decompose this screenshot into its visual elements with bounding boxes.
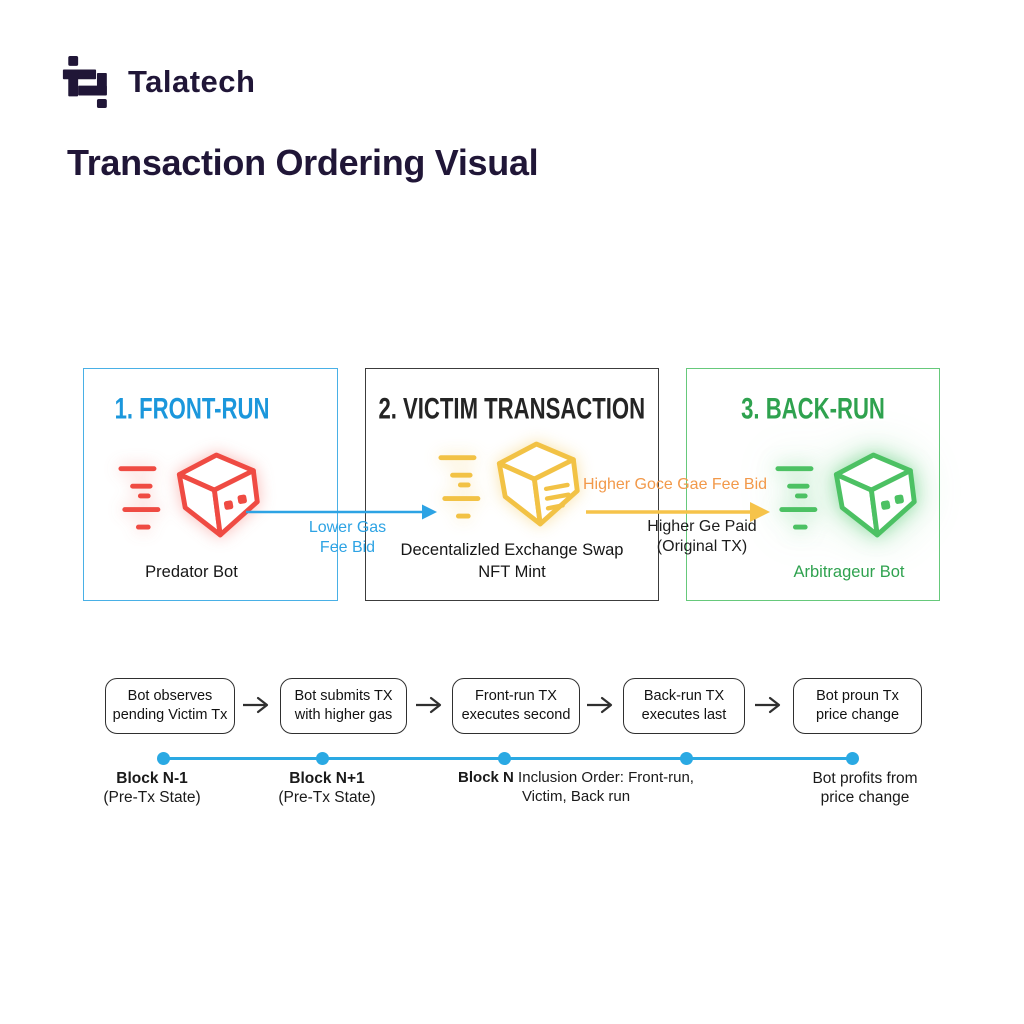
predator-bot-cube bbox=[84, 425, 299, 562]
panel-front-run-title: 1. FRONT-RUN bbox=[114, 392, 269, 425]
predator-bot-cube-icon bbox=[117, 452, 260, 537]
higher-gas-arrow-label-bottom: Higher Ge Paid (Original TX) bbox=[632, 517, 772, 557]
panel-victim-caption-line2: NFT Mint bbox=[478, 563, 546, 582]
timeline-marker-title: Bot profits from bbox=[812, 770, 918, 787]
flow-step-2: Bot submits TX with higher gas bbox=[280, 678, 407, 734]
panel-back-run-title: 3. BACK-RUN bbox=[741, 392, 885, 425]
brand-name: Talatech bbox=[128, 64, 256, 99]
lower-gas-arrow-label: Lower Gas Fee Bid bbox=[285, 518, 410, 558]
timeline-dot bbox=[315, 751, 329, 765]
brand-logo: Talatech bbox=[62, 56, 255, 108]
flow-step-1-line2: pending Victim Tx bbox=[112, 707, 228, 723]
panel-victim-title: 2. VICTIM TRANSACTION bbox=[378, 392, 646, 425]
victim-tx-cube bbox=[366, 425, 658, 540]
timeline-dot bbox=[156, 751, 170, 765]
timeline-marker-subtitle: (Pre-Tx State) bbox=[278, 789, 376, 807]
flow-step-3: Front-run TX executes second bbox=[452, 678, 580, 734]
flow-step-4-line1: Back-run TX bbox=[643, 687, 725, 704]
lower-gas-arrow-icon bbox=[246, 504, 437, 520]
timeline-marker-block-n-plus-1: Block N+1 (Pre-Tx State) bbox=[267, 769, 387, 808]
timeline-marker-subtitle: (Pre-Tx State) bbox=[103, 789, 201, 807]
flow-step-2-line2: with higher gas bbox=[294, 707, 393, 723]
flow-step-5-line2: price change bbox=[815, 707, 900, 723]
timeline-dot bbox=[497, 751, 511, 765]
flow-step-3-line1: Front-run TX bbox=[475, 687, 557, 704]
panel-front-run: 1. FRONT-RUN bbox=[83, 368, 338, 601]
timeline-marker-bot-profits: Bot profits from price change bbox=[803, 769, 927, 808]
timeline-marker-title: Block N+1 bbox=[289, 770, 365, 787]
higher-gas-label-line2: (Original TX) bbox=[656, 538, 748, 555]
right-arrow-icon bbox=[416, 696, 442, 714]
higher-gas-arrow-icon bbox=[586, 502, 770, 522]
flow-step-1-line1: Bot observes bbox=[127, 687, 213, 704]
panel-back-run-caption: Arbitrageur Bot bbox=[793, 563, 905, 582]
lower-gas-label-line2: Fee Bid bbox=[319, 539, 376, 556]
page-title: Transaction Ordering Visual bbox=[67, 142, 539, 183]
timeline-marker-block-n-1: Block N-1 (Pre-Tx State) bbox=[92, 769, 212, 808]
timeline-marker-title: Block N bbox=[458, 769, 514, 786]
right-arrow-icon bbox=[755, 696, 781, 714]
timeline-marker-block-n: Block N Inclusion Order: Front-run, Vict… bbox=[450, 769, 702, 807]
higher-gas-arrow-label-top: Higher Goce Gae Fee Bid bbox=[582, 476, 768, 493]
flow-step-4: Back-run TX executes last bbox=[623, 678, 745, 734]
flow-step-3-line2: executes second bbox=[461, 707, 571, 723]
panel-victim-transaction: 2. VICTIM TRANSACTION bbox=[365, 368, 659, 601]
panel-victim-caption-line1: Decentalizled Exchange Swap bbox=[400, 541, 624, 560]
right-arrow-icon bbox=[243, 696, 269, 714]
victim-tx-cube-icon bbox=[438, 441, 580, 527]
flow-step-5-line1: Bot proun Tx bbox=[816, 687, 899, 704]
timeline-dot bbox=[679, 751, 693, 765]
lower-gas-label-line1: Lower Gas bbox=[308, 519, 387, 536]
right-arrow-icon bbox=[587, 696, 613, 714]
timeline-dot bbox=[845, 751, 859, 765]
arbitrageur-bot-cube bbox=[723, 425, 975, 562]
timeline-marker-subtitle: Victim, Back run bbox=[521, 787, 631, 805]
timeline-marker-title: Block N-1 bbox=[116, 770, 188, 787]
flow-step-4-line2: executes last bbox=[641, 707, 727, 723]
timeline-marker-title-rest: Inclusion Order: Front-run, bbox=[513, 769, 694, 786]
timeline-marker-subtitle: price change bbox=[820, 789, 910, 807]
timeline-marker-title-row: Block N Inclusion Order: Front-run, bbox=[450, 769, 702, 788]
panel-victim-caption: Decentalizled Exchange Swap NFT Mint bbox=[401, 540, 624, 584]
flow-step-2-line1: Bot submits TX bbox=[294, 687, 393, 704]
higher-gas-label-line1: Higher Ge Paid bbox=[647, 518, 757, 535]
panel-front-run-caption: Predator Bot bbox=[145, 563, 238, 582]
talatech-logo-icon bbox=[62, 56, 107, 108]
flow-step-1: Bot observes pending Victim Tx bbox=[105, 678, 235, 734]
panel-back-run: 3. BACK-RUN bbox=[686, 368, 940, 601]
arbitrageur-bot-cube-icon bbox=[775, 452, 917, 537]
flow-step-5: Bot proun Tx price change bbox=[793, 678, 922, 734]
